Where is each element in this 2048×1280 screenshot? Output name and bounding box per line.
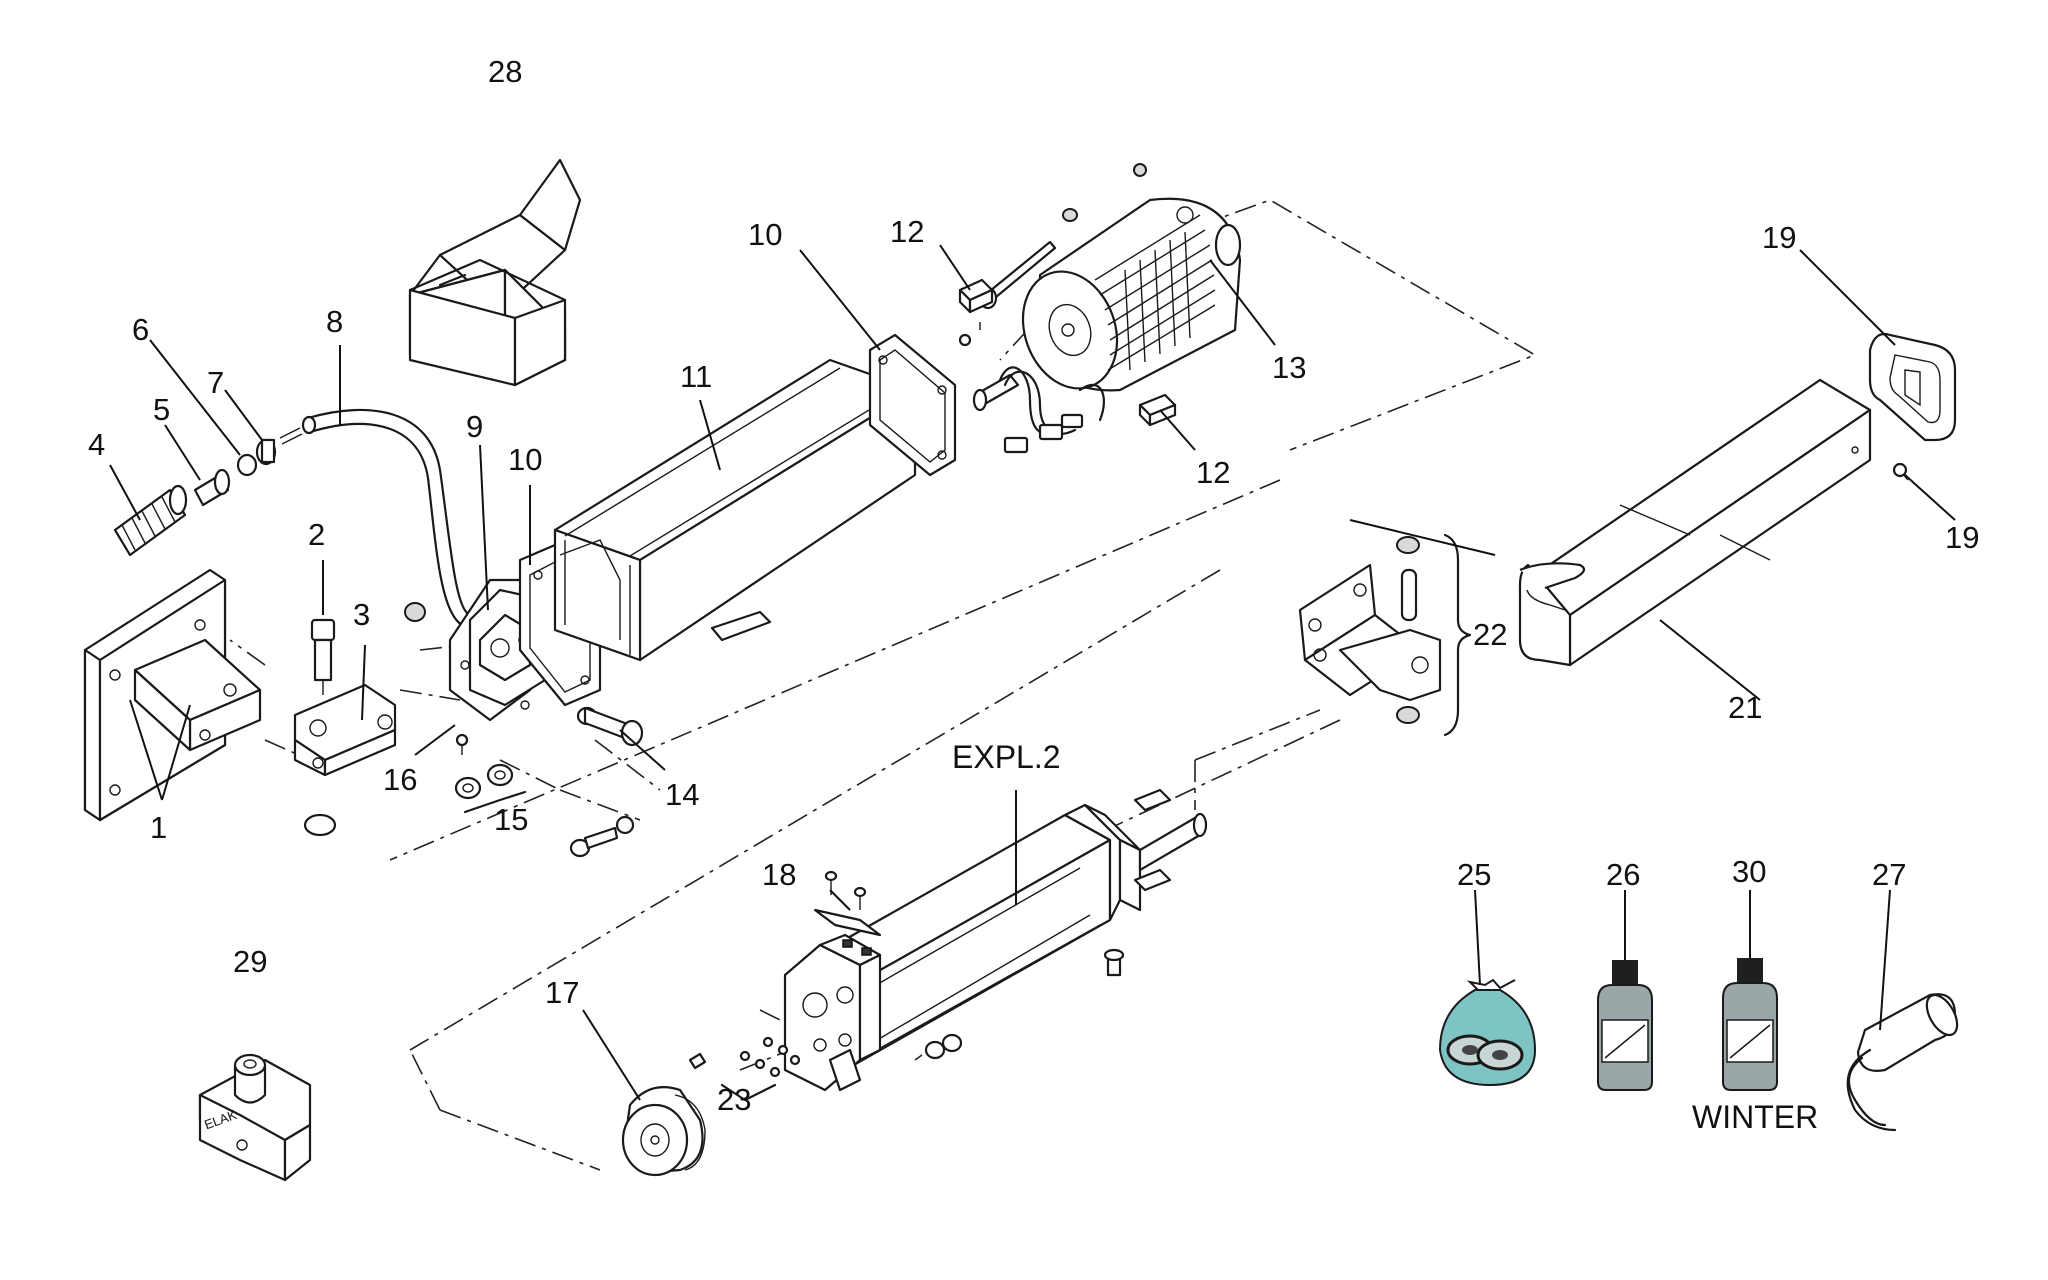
- callout-4: 4: [88, 427, 105, 462]
- part-8-power-cable: [279, 408, 472, 627]
- callout-14: 14: [665, 777, 699, 812]
- part-19-screw: [1892, 462, 1909, 481]
- part-12-brush-clip-upper: [958, 278, 994, 314]
- part-11-motor-housing-tube: [553, 358, 917, 662]
- callout-5: 5: [153, 392, 170, 427]
- part-22-pin: [1396, 533, 1472, 737]
- callout-8: 8: [326, 304, 343, 339]
- callout-18: 18: [762, 857, 796, 892]
- part-5-gland-nut: [193, 468, 231, 507]
- winter-label: WINTER: [1692, 1099, 1818, 1135]
- callout-17: 17: [545, 975, 579, 1010]
- callout-12b: 12: [1196, 455, 1230, 490]
- part-13-washer-1: [1062, 208, 1078, 222]
- part-13-motor-wiring: [998, 366, 1105, 454]
- expl-2-label: EXPL.2: [952, 739, 1061, 775]
- callout-21: 21: [1728, 690, 1762, 725]
- part-21-outer-tube: [1518, 378, 1872, 667]
- part-13-electric-motor: [1021, 197, 1242, 392]
- callout-19a: 19: [1762, 220, 1796, 255]
- callout-3: 3: [353, 597, 370, 632]
- leader-lines: [109, 244, 1956, 1101]
- part-9-front-cover: [448, 578, 547, 722]
- part-1-rear-bracket: [83, 568, 262, 822]
- callout-25: 25: [1457, 857, 1491, 892]
- part-7-ferrule: [255, 438, 277, 466]
- callout-30: 30: [1732, 854, 1766, 889]
- callout-28: 28: [488, 54, 522, 89]
- part-22-front-bracket: [1298, 563, 1442, 702]
- callout-numbers: 1 2 3 4 5 6 7 8 9 10 10 11 12 12 13 14 1…: [88, 54, 1979, 1135]
- part-28-cardboard-box: [408, 158, 582, 387]
- part-29-release-key: ELAK: [198, 1053, 312, 1182]
- part-14-screw: [569, 815, 635, 858]
- callout-6: 6: [132, 312, 149, 347]
- part-10-rear-gasket: [868, 333, 957, 477]
- part-15-nuts: [454, 763, 527, 814]
- part-12-brush-clip-lower: [1138, 393, 1177, 427]
- part-2-pin: [310, 618, 336, 695]
- callout-13: 13: [1272, 350, 1306, 385]
- callout-12a: 12: [890, 214, 924, 249]
- callout-10a: 10: [508, 442, 542, 477]
- part-30-winter-oil-bottle: [1722, 958, 1778, 1091]
- callout-23: 23: [717, 1082, 751, 1117]
- callout-7: 7: [207, 365, 224, 400]
- callout-11: 11: [680, 359, 712, 394]
- part-26-oil-bottle: [1597, 960, 1653, 1091]
- callout-15: 15: [494, 802, 528, 837]
- part-13-washer-2: [1133, 163, 1147, 177]
- part-16-screw: [455, 733, 469, 755]
- part-27-capacitor: [1846, 993, 1959, 1132]
- callout-9: 9: [466, 409, 483, 444]
- part-23-screw: [914, 1033, 963, 1061]
- callout-27: 27: [1872, 857, 1906, 892]
- part-25-grease-bag: [1438, 978, 1537, 1087]
- callout-19b: 19: [1945, 520, 1979, 555]
- expl-2-piston-assembly: [783, 788, 1208, 1092]
- callout-2: 2: [308, 517, 325, 552]
- part-9-nut: [404, 602, 426, 622]
- part-6-washer: [236, 453, 258, 477]
- part-18-limit-plate: [813, 870, 882, 937]
- callout-26: 26: [1606, 857, 1640, 892]
- callout-16: 16: [383, 762, 417, 797]
- callout-22: 22: [1473, 617, 1507, 652]
- part-13-washer-3: [958, 333, 972, 347]
- part-2-cap: [303, 813, 337, 837]
- expl-2-bottom-screw: [1103, 948, 1125, 977]
- part-3-fork-hinge: [293, 683, 397, 777]
- part-14-pivot-pin: [576, 706, 644, 747]
- callout-29: 29: [233, 944, 267, 979]
- part-23-pins: [688, 1036, 801, 1102]
- part-19-end-cap: [1868, 332, 1957, 442]
- callout-1: 1: [150, 810, 167, 845]
- part-17-release-disc: [621, 1086, 706, 1177]
- callout-10b: 10: [748, 217, 782, 252]
- part-4-cable-gland-sleeve: [113, 484, 188, 557]
- part-13-motor-shaft: [972, 373, 1020, 412]
